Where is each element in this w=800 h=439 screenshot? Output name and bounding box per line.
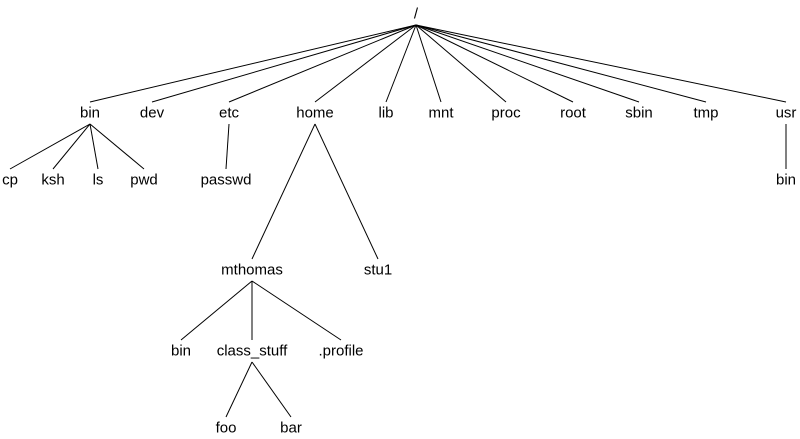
tree-edge-root-usr: [415, 24, 787, 103]
tree-node-bin: bin: [78, 104, 102, 122]
tree-node-ksh: ksh: [40, 171, 66, 189]
tree-edge-etc-passwd: [225, 123, 230, 170]
tree-edge-home-stu1: [314, 123, 379, 260]
tree-node-tmp: tmp: [692, 104, 720, 122]
tree-node-etc: etc: [217, 104, 241, 122]
tree-edge-bin-ksh: [52, 123, 91, 170]
tree-node-usr: usr: [774, 104, 798, 122]
tree-node-lib: lib: [377, 104, 395, 122]
tree-edge-bin-pwd: [89, 123, 145, 170]
tree-node-pwd: pwd: [129, 171, 159, 189]
tree-node-mthomas: mthomas: [220, 261, 284, 279]
tree-node-root: /: [412, 5, 420, 23]
tree-node-stu1: stu1: [362, 261, 394, 279]
tree-node-mthomas-bin: bin: [169, 342, 193, 360]
tree-edge-bin-ls: [89, 123, 99, 170]
tree-node-foo: foo: [214, 419, 238, 437]
tree-edge-root-tmp: [415, 24, 707, 103]
tree-edge-mthomas-profile: [251, 280, 342, 341]
tree-node-root-dir: root: [559, 104, 587, 122]
tree-node-sbin: sbin: [624, 104, 654, 122]
tree-edge-class_stuff-foo: [225, 361, 253, 418]
tree-node-proc: proc: [490, 104, 522, 122]
tree-edge-root-home: [314, 24, 417, 103]
tree-edge-root-proc: [415, 24, 507, 103]
tree-node-cp: cp: [1, 171, 19, 189]
tree-edge-root-sbin: [415, 24, 640, 103]
tree-edge-root-root-dir: [415, 24, 574, 103]
tree-node-home: home: [295, 104, 335, 122]
tree-edge-root-bin: [89, 24, 417, 103]
tree-node-profile: .profile: [317, 342, 365, 360]
tree-edge-root-etc: [228, 24, 417, 103]
tree-node-mnt: mnt: [427, 104, 455, 122]
tree-edge-class_stuff-bar: [251, 361, 292, 418]
tree-node-bar: bar: [279, 419, 303, 437]
tree-node-usr-bin: bin: [774, 171, 798, 189]
tree-node-class_stuff: class_stuff: [215, 342, 289, 360]
tree-node-passwd: passwd: [199, 171, 253, 189]
tree-edge-root-lib: [385, 24, 417, 103]
tree-node-dev: dev: [138, 104, 166, 122]
tree-edge-home-mthomas: [251, 123, 316, 260]
tree-edge-bin-cp: [9, 123, 91, 170]
tree-edge-root-mnt: [415, 24, 442, 103]
tree-edge-mthomas-mthomas-bin: [180, 280, 253, 341]
tree-node-ls: ls: [91, 171, 105, 189]
tree-edge-root-dev: [151, 24, 417, 103]
